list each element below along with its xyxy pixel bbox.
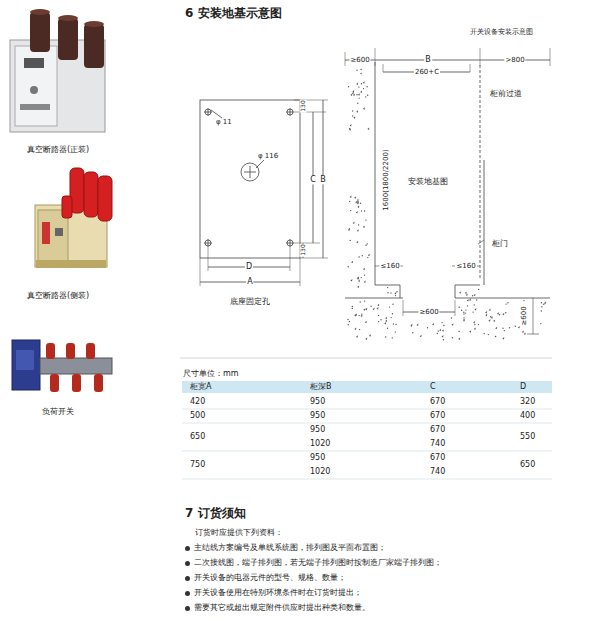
table-cell: 670	[430, 411, 445, 420]
table-cell: 柜深B	[310, 382, 332, 391]
label-text: 安装地基图	[408, 177, 448, 186]
table-cell: C	[430, 382, 436, 391]
table-cell: 420	[190, 397, 205, 406]
label-text: ≤160	[379, 262, 400, 270]
table-cell: 400	[520, 411, 535, 420]
note-text: 需要其它或超出规定附件供应时提出种类和数量。	[194, 603, 370, 612]
label-text: 柜前过道	[490, 89, 522, 98]
label-text: 130	[300, 243, 307, 256]
table-cell: 950	[310, 453, 325, 462]
table-cell: 500	[190, 411, 205, 420]
label-text: ≥600	[520, 305, 528, 326]
table-cell: 320	[520, 397, 535, 406]
bullet-dot	[185, 576, 190, 581]
label-text: 7 订货须知	[185, 507, 246, 521]
label-text: φ 116	[258, 152, 278, 160]
table-cell: 650	[190, 432, 205, 441]
load-switch-photo	[12, 340, 112, 392]
note-text: 开关设备的电器元件的型号、规格、数量；	[194, 573, 346, 582]
table-cell: 尺寸单位：mm	[183, 369, 239, 378]
table-cell: 740	[430, 439, 445, 448]
divider-line	[180, 358, 552, 359]
note-text: 开关设备使用在特别环境条件时在订货时提出；	[194, 588, 362, 597]
base-plate-drawing	[200, 100, 328, 286]
breaker-side-photo	[35, 168, 112, 268]
label-text: 真空断路器(正装)	[27, 145, 89, 154]
table-cell: 550	[520, 432, 535, 441]
note-text: 二次接线图，端子排列图，若无端子排列图时按制造厂家端子排列图；	[194, 558, 442, 567]
label-text: 订货时应提供下列资料：	[195, 528, 283, 537]
table-cell: 740	[430, 467, 445, 476]
table-cell: 670	[430, 453, 445, 462]
label-text: 130	[300, 99, 307, 112]
table-cell: 1020	[310, 467, 330, 476]
label-text: 真空断路器(侧装)	[27, 291, 89, 300]
label-text: A	[246, 277, 253, 286]
label-text: B	[424, 55, 432, 64]
table-cell: 650	[520, 460, 535, 469]
label-text: 260+C	[414, 68, 440, 76]
table-cell: 670	[430, 397, 445, 406]
label-text: 柜门	[492, 239, 508, 248]
table-cell: 950	[310, 425, 325, 434]
label-text: 1600(1800/2200)	[382, 149, 390, 210]
bullet-dot	[185, 546, 190, 551]
label-text: 6 安装地基示意图	[185, 7, 282, 21]
concrete-hatch	[347, 69, 546, 341]
table-cell: 950	[310, 397, 325, 406]
table-grid	[182, 381, 552, 479]
table-cell: D	[520, 382, 526, 391]
bullet-dot	[185, 591, 190, 596]
table-cell: 750	[190, 460, 205, 469]
label-text: ≥600	[418, 308, 439, 316]
note-text: 主结线方案编号及单线系统图，排列图及平面布置图；	[194, 543, 386, 552]
label-text: D	[245, 262, 253, 271]
table-cell: 670	[430, 425, 445, 434]
breaker-photo	[10, 9, 105, 132]
label-text: C	[309, 175, 317, 184]
label-text: B	[319, 175, 327, 184]
label-text: φ 11	[216, 118, 232, 126]
bullet-dot	[185, 606, 190, 611]
label-text: 负荷开关	[42, 407, 74, 416]
foundation-drawing	[345, 48, 550, 334]
table-cell: 950	[310, 411, 325, 420]
bullet-dot	[185, 561, 190, 566]
table-cell: 柜宽A	[190, 382, 211, 391]
table-cell: 1020	[310, 439, 330, 448]
label-text: ≥600	[349, 56, 370, 64]
label-text: >800	[504, 56, 525, 64]
label-text: 开关设备安装示意图	[470, 28, 533, 36]
label-text: ≤160	[455, 262, 476, 270]
label-text: 底座固定孔	[230, 297, 270, 306]
